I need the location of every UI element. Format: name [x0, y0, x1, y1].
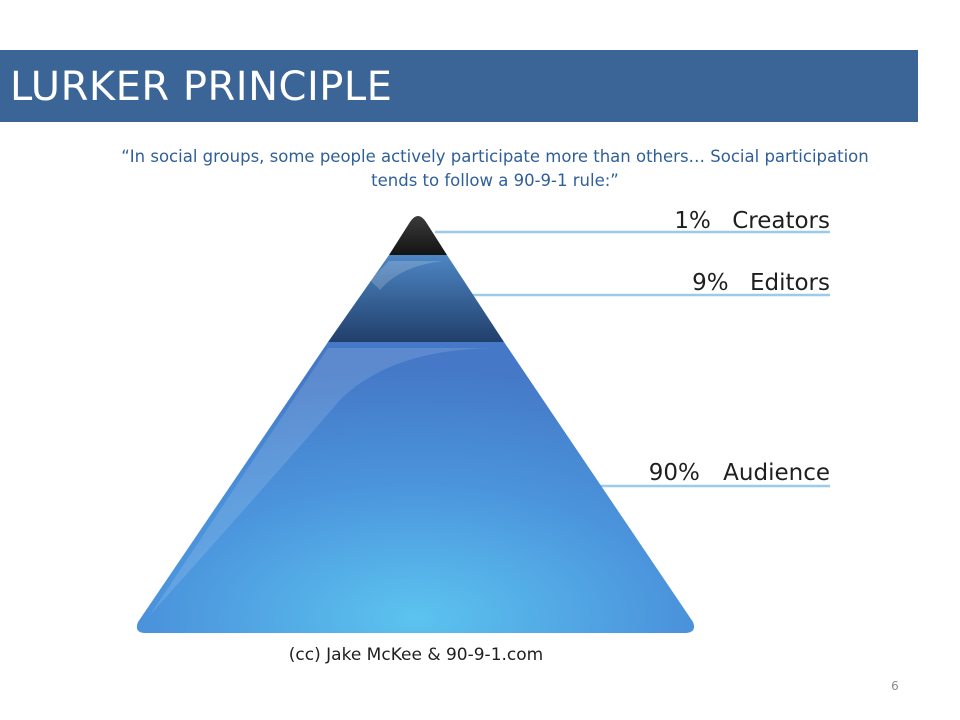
pyramid-tier-audience	[136, 342, 695, 633]
label-creators: 1% Creators	[674, 208, 830, 234]
pyramid-tier-editors	[328, 255, 504, 342]
pyramid-tier-creators	[389, 216, 447, 255]
label-audience: 90% Audience	[649, 460, 830, 486]
label-editors: 9% Editors	[692, 270, 830, 296]
title-bar: LURKER PRINCIPLE	[0, 50, 918, 122]
label-editors-name: Editors	[750, 270, 830, 296]
editors-highlight	[370, 261, 443, 290]
slide-title: LURKER PRINCIPLE	[10, 64, 393, 110]
quote-text: “In social groups, some people actively …	[121, 147, 869, 190]
credit-text: (cc) Jake McKee & 90-9-1.com	[289, 645, 543, 665]
label-editors-percent: 9%	[692, 270, 729, 296]
pyramid-diagram: 1% Creators 9% Editors 90% Audience (cc)…	[136, 208, 830, 665]
label-creators-percent: 1%	[674, 208, 711, 234]
audience-highlight	[150, 348, 492, 615]
label-audience-name: Audience	[723, 460, 830, 486]
page-number: 6	[891, 679, 899, 693]
label-audience-percent: 90%	[649, 460, 700, 486]
label-creators-name: Creators	[732, 208, 830, 234]
